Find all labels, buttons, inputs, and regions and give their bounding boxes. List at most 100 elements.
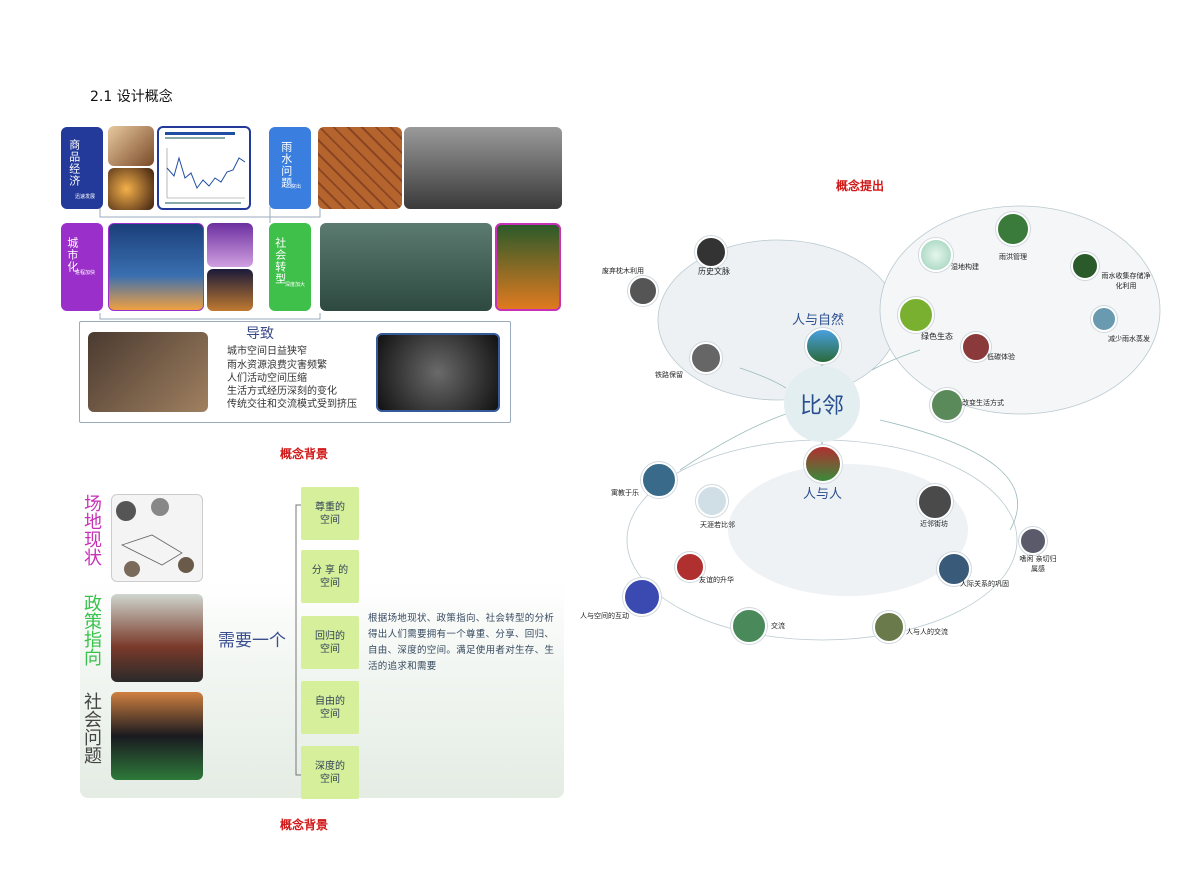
node-lifestyle [930, 388, 964, 422]
arrow-right-in [871, 349, 921, 371]
need-caption: 概念背景 [280, 818, 329, 832]
space-return-label: 回归的 空间 [315, 630, 345, 655]
tile-urbanization: 城市化 进程加快 [61, 223, 103, 311]
node-belonging [1019, 527, 1047, 555]
label-collection: 雨水收集存储净化利用 [1101, 272, 1151, 290]
label-friendship: 友谊的升华 [699, 576, 734, 584]
node-people [804, 445, 842, 483]
need-description: 根据场地现状、政策指向、社会转型的分析得出人们需要拥有一个尊重、分享、回归、自由… [368, 613, 555, 672]
node-history [695, 236, 727, 268]
photo-evolution [320, 223, 492, 311]
label-communication: 人与人的交流 [906, 628, 948, 636]
tile-urbanization-sub: 进程加快 [75, 270, 96, 276]
page-title: 2.1 设计概念 [90, 89, 173, 105]
people-inner-loop [728, 464, 968, 596]
node-wetland [919, 238, 953, 272]
label-evaporation: 减少雨水蒸发 [1108, 335, 1150, 343]
photo-butterfly [495, 223, 561, 311]
space-return: 回归的 空间 [301, 616, 359, 669]
tile-economy-sub: 迅速发展 [75, 194, 96, 200]
label-sleepers: 废弃枕木利用 [602, 267, 644, 275]
space-freedom: 自由的 空间 [301, 681, 359, 734]
label-people: 人与人 [803, 487, 843, 502]
label-neighborhood: 近邻街坊 [920, 520, 948, 528]
photo-city-night [108, 223, 204, 311]
label-neighbor-far: 天涯若比邻 [700, 521, 735, 529]
tile-economy-label: 商品经济 [67, 139, 81, 187]
tile-rain: 雨水问题 突出 [269, 127, 311, 209]
node-neighborhood [917, 484, 953, 520]
node-green [898, 297, 934, 333]
label-storm: 雨洪管理 [999, 253, 1027, 261]
photo-skyline [207, 223, 253, 267]
photo-stressed-man [376, 333, 500, 412]
node-neighbor-far [696, 485, 728, 517]
center-label: 比邻 [799, 394, 844, 419]
tile-transition-label: 社会转型 [273, 237, 287, 285]
concept-caption: 概念提出 [836, 179, 885, 193]
consequence-line: 生活方式经历深刻的变化 [227, 386, 337, 397]
space-depth-label: 深度的 空间 [315, 760, 345, 785]
label-interaction: 人与空间的互动 [580, 612, 629, 620]
connector-lines [99, 207, 321, 320]
need-heading: 需要一个 [218, 631, 286, 651]
node-lowcarbon [961, 332, 991, 362]
nature-history-loop [657, 239, 899, 401]
photo-site-plan [111, 494, 203, 582]
label-belonging: 嗜闲 亲切归属感 [1019, 555, 1057, 573]
label-green: 绿色生态 [921, 332, 953, 341]
space-sharing-label: 分 享 的 空间 [311, 564, 349, 589]
tile-rain-sub: 突出 [291, 184, 302, 190]
photo-meeting [111, 594, 203, 682]
node-evaporation [1091, 306, 1117, 332]
side-label-policy: 政策指向 [81, 594, 102, 666]
tile-economy: 商品经济 迅速发展 [61, 127, 103, 209]
photo-flood-people [404, 127, 562, 209]
tile-transition-sub: 深度加大 [285, 282, 306, 288]
tile-transition: 社会转型 深度加大 [269, 223, 311, 311]
node-storm [996, 212, 1030, 246]
node-exchange [731, 608, 767, 644]
node-communication [873, 611, 905, 643]
photo-coins [108, 126, 154, 166]
site-plan-sketch [116, 498, 194, 577]
label-lifestyle: 改变生活方式 [962, 399, 1004, 407]
photo-cracked-earth [318, 127, 402, 209]
background-caption: 概念背景 [280, 447, 329, 461]
node-nature [805, 328, 841, 364]
consequence-line: 传统交往和交流模式受到挤压 [227, 399, 357, 410]
space-respect-label: 尊重的 空间 [315, 501, 345, 526]
arrow-left-in [739, 367, 787, 389]
label-exchange: 交流 [771, 622, 785, 630]
node-education [641, 462, 677, 498]
photo-aging-population [111, 692, 203, 780]
photo-market [108, 168, 154, 210]
tile-rain-label: 雨水问题 [279, 141, 293, 189]
space-depth: 深度的 空间 [301, 746, 359, 799]
label-railway: 铁路保留 [655, 371, 683, 379]
consequence-line: 雨水资源浪费灾害频繁 [227, 360, 327, 371]
photo-water-collection [88, 332, 208, 412]
need-bracket [295, 504, 302, 776]
node-interaction [623, 578, 661, 616]
label-relations: 人际关系的巩固 [960, 580, 1009, 588]
node-sleepers [628, 276, 658, 306]
arrow-bottom-right-in [879, 419, 1019, 531]
label-education: 寓教于乐 [611, 489, 639, 497]
tile-urbanization-label: 城市化 [65, 237, 79, 273]
photo-price-chart [157, 126, 251, 210]
photo-city-dusk [207, 269, 253, 311]
side-label-social: 社会问题 [81, 692, 102, 764]
consequence-line: 人们活动空间压缩 [227, 373, 307, 384]
label-lowcarbon: 低碳体验 [987, 353, 1015, 361]
node-collection [1071, 252, 1099, 280]
space-freedom-label: 自由的 空间 [315, 695, 345, 720]
label-wetland: 湿地构建 [951, 263, 979, 271]
center-node: 比邻 [784, 366, 860, 442]
node-friendship [675, 552, 705, 582]
consequence-line: 城市空间日益狭窄 [227, 346, 307, 357]
node-relations [937, 552, 971, 586]
label-nature: 人与自然 [792, 313, 845, 328]
space-respect: 尊重的 空间 [301, 487, 359, 540]
arrow-bottom-left-in [679, 413, 787, 471]
